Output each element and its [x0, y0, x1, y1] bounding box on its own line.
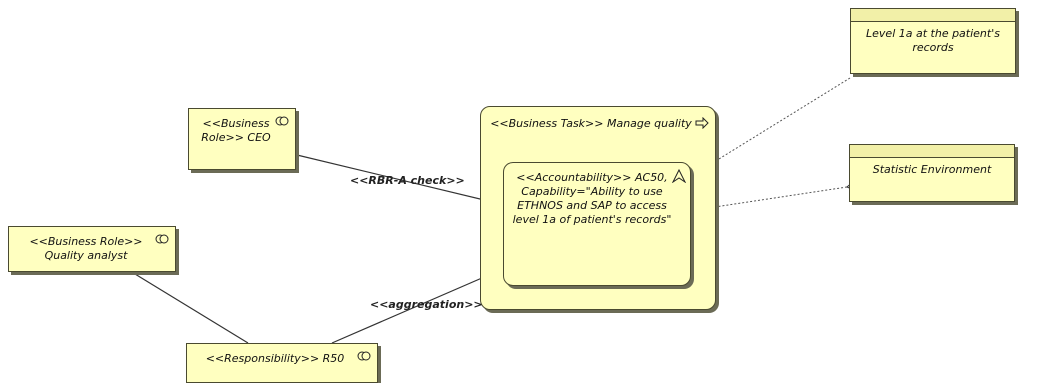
note-level-connector[interactable] [693, 77, 851, 175]
note-level-box[interactable]: Level 1a at the patient's records [850, 8, 1016, 74]
note-stat-connector[interactable] [695, 187, 847, 210]
accountability-box[interactable]: <<Accountability>> AC50, Capability="Abi… [503, 162, 691, 286]
role-icon [155, 234, 169, 246]
responsibility-box[interactable]: <<Responsibility>> R50 [186, 343, 378, 383]
aggregation-connector[interactable] [331, 267, 506, 344]
responsibility-label: <<Responsibility>> R50 [205, 352, 345, 365]
note-stat-label: Statistic Environment [872, 163, 992, 176]
arrow-right-icon [695, 116, 709, 131]
role-icon [357, 351, 371, 363]
rbr-connector[interactable] [296, 154, 506, 206]
role-icon [275, 116, 289, 128]
quality-analyst-role-box[interactable]: <<Business Role>> Quality analyst [8, 226, 176, 272]
business-task-label: <<Business Task>> Manage quality [490, 117, 692, 130]
note-header-bar [851, 9, 1015, 22]
note-level-label: Level 1a at the patient's records [866, 27, 1000, 54]
note-stat-box[interactable]: Statistic Environment [849, 144, 1015, 202]
ceo-role-label: <<Business Role>> CEO [201, 117, 271, 144]
ceo-role-box[interactable]: <<Business Role>> CEO [188, 108, 296, 170]
accountability-label: <<Accountability>> AC50, Capability="Abi… [512, 171, 672, 226]
cone-icon [671, 168, 687, 185]
rbr-edge-label: <<RBR-A check>> [350, 174, 465, 187]
note-header-bar [850, 145, 1014, 158]
aggregation-edge-label: <<aggregation>> [370, 298, 483, 311]
analyst-responsibility-connector[interactable] [134, 273, 249, 344]
quality-analyst-label: <<Business Role>> Quality analyst [29, 235, 143, 262]
